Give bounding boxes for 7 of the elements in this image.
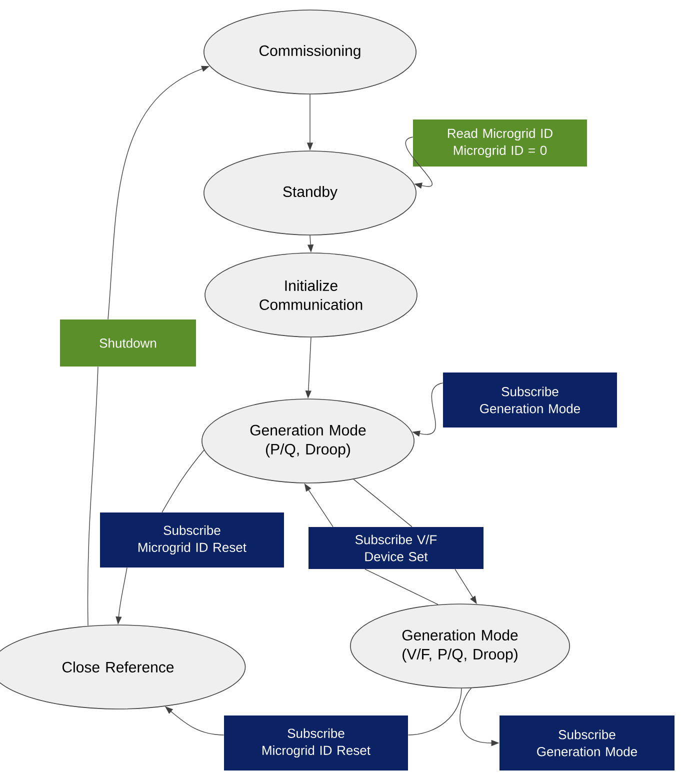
event-box: Subscribe Generation Mode: [443, 372, 617, 428]
event-box: Subscribe Microgrid ID Reset: [100, 512, 284, 568]
event-box: Subscribe Generation Mode: [500, 716, 674, 770]
event-box: Subscribe V/F Device Set: [308, 527, 484, 569]
event-box: Shutdown: [60, 320, 196, 366]
event-box: Subscribe Microgrid ID Reset: [224, 716, 408, 770]
event-box: Read Microgrid ID Microgrid ID = 0: [413, 120, 587, 166]
